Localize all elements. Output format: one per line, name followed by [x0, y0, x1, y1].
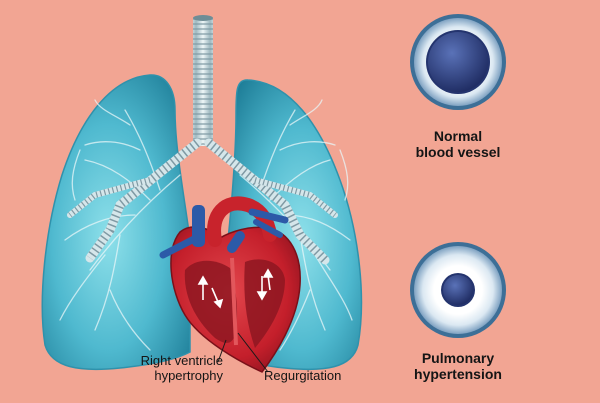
- regurgitation-arrows: [197, 268, 274, 309]
- trachea: [193, 18, 213, 146]
- right-ventricle-label-line1: Right ventricle: [140, 353, 223, 368]
- heart: [159, 196, 301, 373]
- right-ventricle: [184, 260, 238, 343]
- right-ventricle-label: Right ventricle hypertrophy: [127, 353, 223, 383]
- trachea-top: [193, 15, 213, 21]
- hypertension-label-line1: Pulmonary: [421, 350, 495, 366]
- pulmonary-vein-left: [159, 234, 200, 259]
- leader-right-ventricle: [217, 339, 227, 363]
- aorta: [207, 196, 277, 247]
- pulmonary-vein-right: [248, 208, 289, 224]
- normal-vessel-label-line2: blood vessel: [415, 144, 501, 160]
- normal-vessel: [410, 14, 506, 110]
- leader-regurgitation: [237, 332, 269, 373]
- right-bronchus: [204, 138, 330, 265]
- hypertension-vessel-label: Pulmonary hypertension: [383, 350, 533, 382]
- right-ventricle-label-line2: hypertrophy: [154, 368, 223, 383]
- normal-vessel-label: Normal blood vessel: [383, 128, 533, 160]
- left-ventricle: [244, 259, 285, 348]
- hypertension-vessel: [410, 242, 506, 338]
- normal-vessel-label-line1: Normal: [433, 128, 483, 144]
- left-bronchus: [85, 138, 202, 263]
- hypertension-label-line2: hypertension: [414, 366, 502, 382]
- regurgitation-label: Regurgitation: [264, 368, 342, 383]
